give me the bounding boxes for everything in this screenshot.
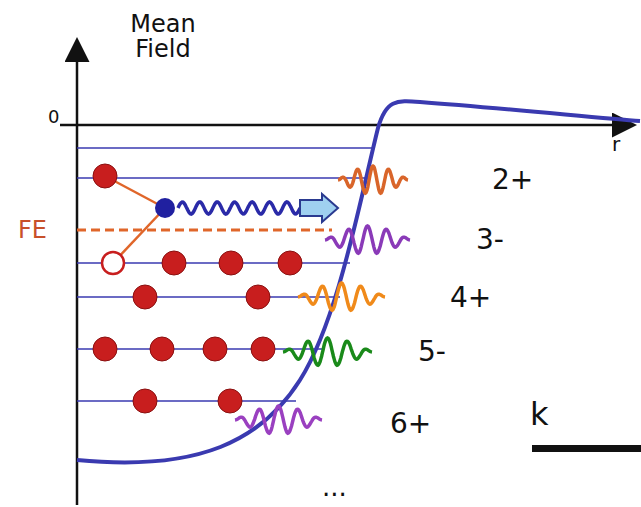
- axis-zero: 0: [48, 108, 59, 126]
- nucleons: [93, 164, 302, 413]
- axis-title: Mean Field: [118, 12, 208, 62]
- hole: [102, 252, 124, 274]
- potential-curve: [77, 101, 640, 462]
- fermi-level: [77, 229, 332, 232]
- x-axis: [60, 124, 632, 127]
- fermi-label: FE: [18, 218, 47, 242]
- multipole-label: 5-: [418, 338, 446, 366]
- scale-bar: [532, 445, 641, 452]
- wave-packets: [178, 166, 410, 433]
- ellipsis: ...: [322, 474, 347, 500]
- wave: [178, 202, 300, 214]
- wave: [338, 166, 408, 193]
- multipole-label: 4+: [450, 284, 491, 312]
- scale-label: k: [530, 398, 549, 430]
- multipole-label: 2+: [492, 166, 533, 194]
- wave: [235, 406, 322, 433]
- energy-levels: [77, 148, 372, 401]
- wave: [283, 338, 372, 365]
- excitation-links: [105, 176, 165, 263]
- wave: [298, 283, 385, 310]
- axis-label: r: [612, 134, 620, 154]
- excited-particle: [155, 198, 175, 218]
- emission-arrow: [300, 194, 338, 222]
- multipole-label: 3-: [476, 226, 504, 254]
- multipole-label: 6+: [390, 410, 431, 438]
- wave: [325, 226, 410, 253]
- y-axis: [76, 42, 79, 505]
